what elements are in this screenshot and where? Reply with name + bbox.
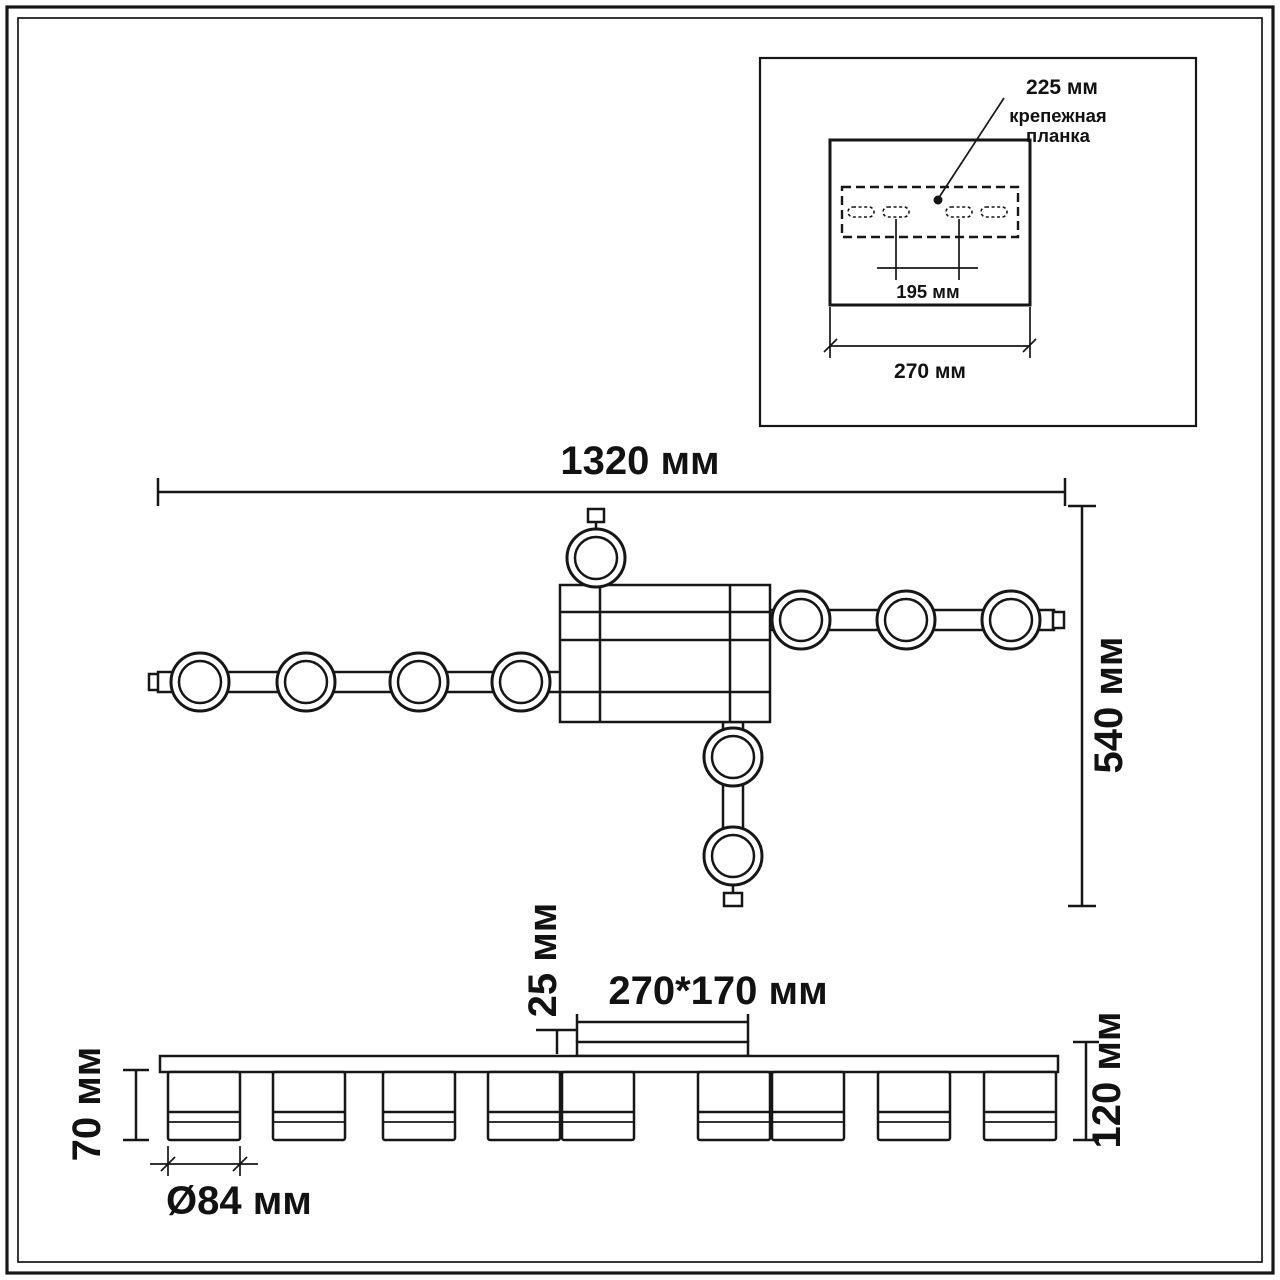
lamp-side-view [770, 1070, 846, 1142]
lamp-top-view [388, 651, 450, 713]
lamp-inner-ring [710, 833, 756, 879]
lamp-top-view [770, 589, 832, 651]
lamp-inner-ring [573, 535, 619, 581]
lamp-side-view [271, 1070, 347, 1142]
dim-canopy-offset-label: 25 мм [521, 903, 565, 1018]
dim-total-height-label: 120 мм [1085, 1011, 1129, 1148]
dim-canopy-offset-25: 25 мм [521, 903, 578, 1054]
shade-body [560, 1070, 636, 1142]
right-arm-end-cap [1051, 610, 1066, 630]
lamp-side-view [876, 1070, 952, 1142]
lamp-top-view [565, 527, 627, 589]
dim-box-label: 270 мм [894, 360, 966, 383]
mounting-slot-3 [945, 206, 973, 218]
shade-body [982, 1070, 1058, 1142]
dim-depth-540: 540 мм [1068, 504, 1131, 908]
dim-tick [1022, 338, 1037, 353]
top-arm-end-cap [586, 507, 606, 524]
lamp-top-view [875, 589, 937, 651]
canopy [575, 1040, 750, 1058]
fixture-top-view [147, 507, 1066, 908]
shade-body [166, 1070, 242, 1142]
frame-inner-border [17, 17, 1263, 1263]
lamp-top-view [169, 651, 231, 713]
lamp-top-view [275, 651, 337, 713]
dim-shade-diameter-84: Ø84 мм [150, 1146, 312, 1223]
center-body-outline [558, 583, 772, 724]
lamp-side-view [560, 1070, 636, 1142]
lamp-side-view [982, 1070, 1058, 1142]
plate-width-label: 225 мм [1026, 76, 1098, 99]
top-view: 1320 мм 540 мм [147, 439, 1131, 908]
lamp-side-view [486, 1070, 562, 1142]
dim-tick [823, 338, 838, 353]
lamp-inner-ring [988, 597, 1034, 643]
lamp-inner-ring [283, 659, 329, 705]
lamp-side-view [696, 1070, 772, 1142]
lamp-inner-ring [396, 659, 442, 705]
lamp-top-view [702, 726, 764, 788]
shade-body [876, 1070, 952, 1142]
plate-name-label-line2: планка [1026, 125, 1091, 146]
shade-body [381, 1070, 457, 1142]
leader-line [937, 97, 1005, 200]
dim-width-1320: 1320 мм [156, 439, 1067, 506]
dim-tick [232, 1156, 248, 1172]
dim-canopy-size-270x170: 270*170 мм [575, 969, 828, 1042]
lamp-top-view [702, 825, 764, 887]
lamp-inner-ring [710, 734, 756, 780]
dim-width-label: 1320 мм [560, 439, 719, 483]
lamp-side-view [381, 1070, 457, 1142]
lamp-inner-ring [177, 659, 223, 705]
mounting-slot-4 [980, 206, 1008, 218]
lamp-inner-ring [883, 597, 929, 643]
dim-tick [160, 1156, 176, 1172]
dim-shade-height-label: 70 мм [65, 1047, 109, 1162]
shade-body [696, 1070, 772, 1142]
lamp-inner-ring [498, 659, 544, 705]
dim-holes-195: 195 мм [877, 219, 978, 302]
down-arm-end-cap [722, 891, 744, 908]
mounting-plate-inset: 225 мм крепежная планка 195 мм 270 мм [758, 56, 1198, 428]
dim-holes-label: 195 мм [896, 281, 959, 302]
frame-outer-border [5, 5, 1275, 1275]
dim-canopy-size-label: 270*170 мм [608, 969, 827, 1013]
center-body [558, 583, 772, 724]
leader-dot [933, 195, 943, 205]
shade-body [486, 1070, 562, 1142]
dim-box-270: 270 мм [823, 307, 1037, 383]
lamp-top-view [490, 651, 552, 713]
lamp-top-view [980, 589, 1042, 651]
lamp-inner-ring [778, 597, 824, 643]
lamp-side-view [166, 1070, 242, 1142]
side-view: 25 мм 270*170 мм 120 мм 70 мм [65, 903, 1129, 1223]
mounting-plate-outline [840, 185, 1020, 239]
ceiling-box [828, 138, 1032, 307]
outer-frame [5, 5, 1275, 1275]
mounting-rail [158, 1054, 1060, 1074]
dim-total-height-120: 120 мм [1073, 1011, 1129, 1149]
shade-body [770, 1070, 846, 1142]
dim-shade-diameter-label: Ø84 мм [166, 1179, 312, 1223]
shade-body [271, 1070, 347, 1142]
dim-shade-height-70: 70 мм [65, 1047, 149, 1162]
mounting-slot-1 [847, 206, 875, 218]
mounting-slot-2 [882, 206, 910, 218]
dim-depth-label: 540 мм [1087, 636, 1131, 773]
plate-name-label-line1: крепежная [1009, 105, 1106, 126]
